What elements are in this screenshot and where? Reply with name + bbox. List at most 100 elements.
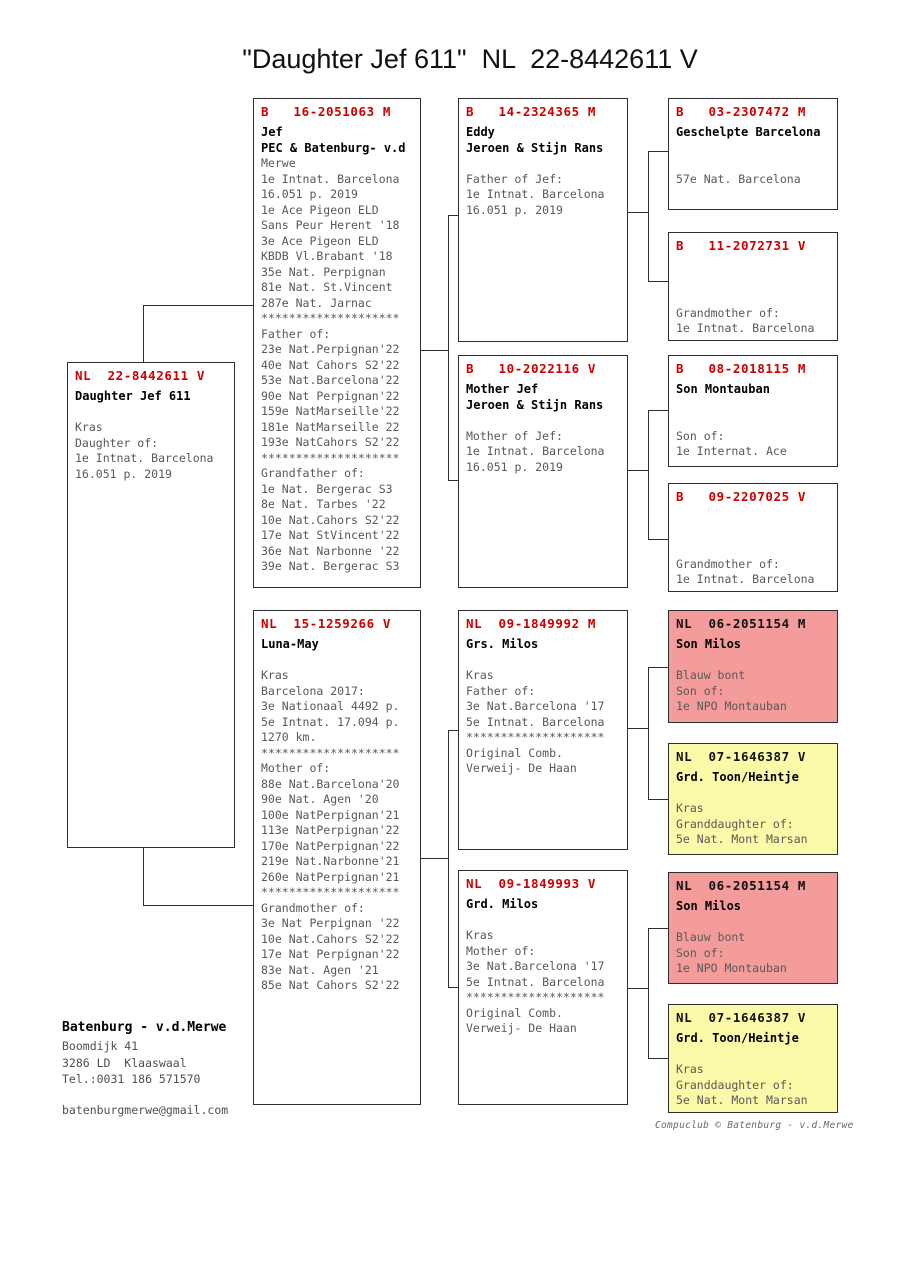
pedigree-text-line: 16.051 p. 2019: [261, 187, 358, 201]
connector-line: [648, 410, 649, 540]
pedigree-text-line: KBDB Vl.Brabant '18: [261, 249, 393, 263]
loft-street: Boomdijk 41: [62, 1039, 139, 1053]
pedigree-text-line: Kras: [261, 668, 289, 682]
pedigree-text-line: Blauw bont: [676, 930, 746, 944]
ring-number: B 03-2307472 M: [676, 104, 807, 119]
pedigree-text-line: 81e Nat. St.Vincent: [261, 280, 393, 294]
pedigree-text-line: 16.051 p. 2019: [75, 466, 172, 481]
connector-line: [143, 905, 254, 906]
pedigree-text-line: Kras: [676, 1062, 704, 1076]
connector-line: [448, 215, 449, 481]
pedigree-text-line: 159e NatMarseille'22: [261, 404, 400, 418]
pedigree-text-line: 219e Nat.Narbonne'21: [261, 854, 400, 868]
pedigree-text-line: [676, 290, 830, 306]
pedigree-text-line: 16.051 p. 2019: [466, 459, 563, 474]
pedigree-text-line: ********************: [466, 730, 605, 744]
pedigree-text-line: Mother of:: [466, 943, 536, 958]
connector-line: [648, 928, 668, 929]
pedigree-text-line: Blauw bont: [676, 668, 746, 682]
pedigree-text-line: 16.051 p. 2019: [466, 202, 563, 217]
pedigree-text-line: 90e Nat. Agen '20: [261, 792, 379, 806]
pedigree-text-line: Original Comb.: [466, 745, 563, 760]
pedigree-text-line: [676, 510, 830, 526]
pedigree-text-line: [466, 913, 620, 929]
pedigree-text-line: 1e Intnat. Barcelona: [676, 321, 815, 335]
pedigree-text-line: [676, 1047, 830, 1063]
pedigree-text-line: 5e Nat. Mont Marsan: [676, 832, 808, 846]
pedigree-text-line: [676, 786, 830, 802]
pedigree-text-line: ********************: [466, 990, 605, 1004]
pedigree-text-line: [261, 653, 413, 669]
pedigree-text-line: Granddaughter of:: [676, 1077, 794, 1092]
pedigree-box-11-2072731: B 11-2072731 V Grandmother of:1e Intnat.…: [668, 232, 838, 341]
pedigree-text-line: ********************: [261, 885, 400, 899]
connector-line: [448, 730, 458, 731]
pigeon-name-line: Mother Jef: [466, 382, 539, 396]
page-title: "Daughter Jef 611" NL 22-8442611 V: [242, 44, 698, 74]
pedigree-text-line: 3e Nat Perpignan '22: [261, 916, 400, 930]
pedigree-text-line: 39e Nat. Bergerac S3: [261, 559, 400, 573]
pedigree-text-line: Granddaughter of:: [676, 816, 794, 831]
pedigree-text-line: 1e Intnat. Barcelona: [466, 187, 605, 201]
compuclub-credit: Compuclub © Batenburg - v.d.Merwe: [655, 1120, 854, 1131]
pedigree-box-09-2207025: B 09-2207025 V Grandmother of:1e Intnat.…: [668, 483, 838, 592]
pedigree-text-line: [466, 653, 620, 669]
ring-number: B 11-2072731 V: [676, 238, 807, 253]
pedigree-text-line: 5e Intnat. Barcelona: [466, 714, 605, 729]
pedigree-text-line: 17e Nat StVincent'22: [261, 528, 400, 542]
pedigree-text-line: 1e Intnat. Barcelona: [676, 572, 815, 586]
pedigree-text-line: 10e Nat.Cahors S2'22: [261, 512, 400, 527]
ring-number: B 10-2022116 V: [466, 361, 597, 376]
pedigree-text-line: [466, 413, 620, 429]
pedigree-text-line: Sans Peur Herent '18: [261, 218, 400, 232]
pedigree-text-line: [676, 275, 830, 291]
connector-line: [448, 987, 458, 988]
pedigree-text-line: 10e Nat.Cahors S2'22: [261, 931, 400, 946]
pedigree-text-line: [676, 413, 830, 429]
pedigree-text-line: Barcelona 2017:: [261, 683, 365, 698]
pedigree-text-line: Father of:: [466, 683, 536, 698]
connector-line: [143, 848, 144, 906]
connector-line: [648, 667, 668, 668]
pedigree-text-line: 1e Ace Pigeon ELD: [261, 202, 379, 217]
pedigree-text-line: Grandmother of:: [676, 305, 780, 320]
pedigree-text-line: 1e Intnat. Barcelona: [466, 444, 605, 458]
connector-line: [628, 212, 648, 213]
pigeon-name-line: Jeroen & Stijn Rans: [466, 140, 604, 155]
pigeon-name-line: Grd. Toon/Heintje: [676, 770, 799, 784]
connector-line: [421, 858, 448, 859]
pedigree-text-line: 287e Nat. Jarnac: [261, 295, 372, 310]
pedigree-text-line: 1e NPO Montauban: [676, 961, 787, 975]
pedigree-text-line: 3e Nat.Barcelona '17: [466, 959, 605, 973]
pedigree-text-line: 3e Nat.Barcelona '17: [466, 699, 605, 713]
pedigree-text-line: Grandfather of:: [261, 466, 365, 480]
pedigree-text-line: 90e Nat Perpignan'22: [261, 388, 400, 403]
pedigree-text-line: [676, 156, 830, 172]
pedigree-text-line: [676, 541, 830, 557]
pigeon-name-line: Geschelpte Barcelona: [676, 125, 821, 139]
loft-name: Batenburg - v.d.Merwe: [62, 1020, 227, 1035]
pedigree-text-line: Son of:: [676, 428, 725, 443]
ring-number: NL 07-1646387 V: [676, 1010, 807, 1025]
loft-contact-block: Batenburg - v.d.Merwe Boomdijk 41 3286 L…: [62, 1018, 228, 1117]
pedigree-text-line: [676, 915, 830, 931]
pedigree-text-line: 57e Nat. Barcelona: [676, 171, 801, 186]
pedigree-text-line: [75, 405, 227, 421]
pedigree-text-line: 5e Intnat. Barcelona: [466, 974, 605, 989]
pedigree-text-line: [466, 156, 620, 172]
connector-line: [448, 215, 458, 216]
ring-number: NL 15-1259266 V: [261, 616, 392, 631]
connector-line: [421, 350, 448, 351]
pedigree-text-line: [676, 526, 830, 542]
pigeon-name-line: Daughter Jef 611: [75, 389, 191, 403]
pedigree-text-line: 5e Intnat. 17.094 p.: [261, 714, 400, 729]
pedigree-text-line: 36e Nat Narbonne '22: [261, 543, 400, 558]
pedigree-text-line: 113e NatPerpignan'22: [261, 823, 400, 837]
pedigree-text-line: Kras: [466, 668, 494, 682]
